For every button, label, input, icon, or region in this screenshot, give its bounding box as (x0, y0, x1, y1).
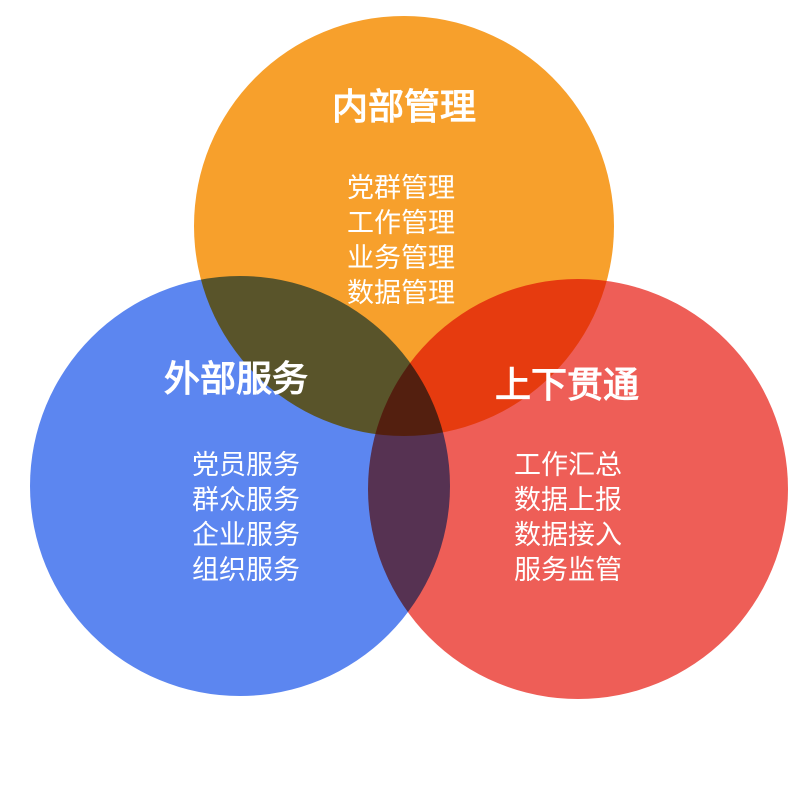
list-internal-management: 党群管理 工作管理 业务管理 数据管理 (291, 171, 511, 311)
circle-vertical-integration (368, 279, 788, 699)
circle-external-services (30, 276, 450, 696)
list-item: 数据上报 (514, 485, 622, 516)
list-item: 业务管理 (347, 243, 455, 274)
list-item: 数据管理 (347, 278, 455, 309)
list-external-services: 党员服务 群众服务 企业服务 组织服务 (136, 448, 356, 588)
title-external-services: 外部服务 (163, 359, 308, 400)
list-item: 党员服务 (192, 450, 300, 481)
list-item: 服务监管 (514, 555, 622, 586)
list-item: 企业服务 (192, 520, 300, 551)
title-internal-management: 内部管理 (331, 87, 476, 128)
list-item: 党群管理 (347, 173, 455, 204)
title-vertical-integration: 上下贯通 (494, 365, 639, 406)
list-item: 工作管理 (347, 208, 455, 239)
list-item: 工作汇总 (514, 450, 622, 481)
list-item: 数据接入 (514, 520, 622, 551)
list-vertical-integration: 工作汇总 数据上报 数据接入 服务监管 (458, 448, 678, 588)
list-item: 组织服务 (192, 555, 300, 586)
list-item: 群众服务 (192, 485, 300, 516)
